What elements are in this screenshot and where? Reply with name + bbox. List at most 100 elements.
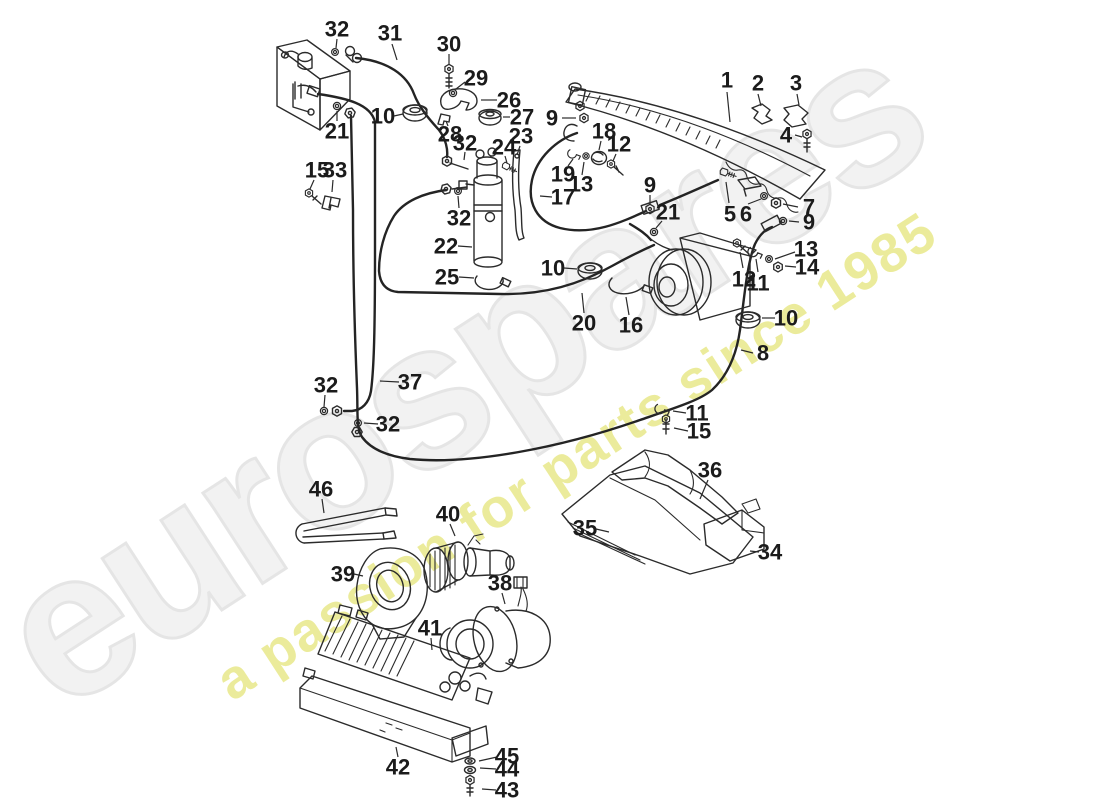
callout-31: 31: [378, 21, 402, 61]
evaporator-41-42-drawing: [299, 604, 493, 797]
callout-30: 30: [437, 32, 461, 64]
callout-32: 32: [453, 131, 477, 161]
callout-8: 8: [740, 341, 769, 366]
strap-46-drawing: [295, 507, 398, 544]
leader-line: [501, 592, 506, 605]
callout-13: 13: [774, 237, 818, 262]
part-number: 28: [438, 122, 462, 147]
leader-line: [481, 788, 497, 791]
part-number: 46: [309, 477, 333, 502]
callout-32: 32: [363, 412, 400, 437]
part-number: 30: [437, 32, 461, 57]
leader-line: [393, 113, 404, 117]
part-number: 42: [386, 755, 410, 780]
part-number: 9: [803, 210, 815, 235]
part-number: 40: [436, 502, 460, 527]
leader-line: [774, 251, 796, 260]
callout-35: 35: [573, 516, 610, 541]
leader-line: [363, 422, 379, 425]
screw-15-drawing: [304, 188, 322, 205]
leader-line: [479, 767, 497, 770]
callout-44: 44: [479, 757, 520, 782]
part-number: 32: [325, 17, 349, 42]
floor-panels-drawing: [561, 449, 765, 575]
washer-45-drawing: [464, 757, 476, 765]
callout-20: 20: [572, 292, 596, 336]
callout-33: 33: [323, 158, 347, 193]
blower-39-40-drawing: [355, 533, 515, 640]
part-number: 12: [732, 267, 756, 292]
callout-11: 11: [672, 401, 709, 426]
tank-drawing: [276, 39, 363, 131]
callout-23: 23: [509, 124, 533, 156]
hose-17-drawing: [529, 131, 720, 251]
part-number: 11: [685, 401, 708, 426]
part-number: 36: [698, 458, 722, 483]
leader-line: [457, 245, 473, 248]
callout-21: 21: [655, 200, 680, 229]
callout-5: 5: [724, 181, 736, 227]
callout-24: 24: [492, 135, 517, 164]
condenser-1-drawing: [565, 88, 826, 226]
callout-36: 36: [698, 458, 722, 500]
drier-22-drawing: [458, 147, 525, 291]
leader-line: [323, 394, 326, 408]
part-number: 2: [752, 71, 764, 96]
callout-6: 6: [740, 198, 762, 227]
part-number: 3: [790, 71, 802, 96]
screw-43-drawing: [465, 774, 475, 797]
part-number: 39: [331, 562, 355, 587]
watermark: eurospares a passion for parts since 198…: [0, 0, 962, 753]
part-number: 37: [398, 370, 422, 395]
leader-line: [379, 380, 400, 383]
leader-line: [740, 349, 754, 354]
bracket-6-drawing: [737, 176, 762, 197]
part-number: 5: [724, 202, 736, 227]
part-number: 7: [803, 195, 815, 220]
clamp-16-drawing: [608, 277, 645, 295]
part-number: 9: [644, 173, 656, 198]
part-number: 10: [774, 306, 798, 331]
part-number: 13: [569, 172, 593, 197]
part-number: 35: [573, 516, 597, 541]
leader-line: [788, 220, 800, 223]
strap-23-drawing: [511, 149, 525, 241]
part-number: 29: [464, 66, 488, 91]
callout-2: 2: [752, 71, 764, 107]
callout-3: 3: [790, 71, 802, 106]
leader-line: [455, 81, 466, 90]
leader-line: [567, 158, 574, 167]
part-number: 20: [572, 311, 596, 336]
leader-line: [794, 134, 803, 138]
plate-26-drawing: [439, 88, 478, 111]
leader-line: [449, 523, 456, 537]
tunnel-36-drawing: [611, 449, 739, 525]
leader-line: [463, 151, 466, 161]
leader-line: [331, 179, 334, 193]
leader-line: [430, 637, 433, 651]
callout-22: 22: [434, 234, 473, 259]
callout-39: 39: [331, 562, 364, 587]
callout-17: 17: [539, 185, 575, 210]
part-number: 18: [592, 119, 616, 144]
leader-line: [755, 258, 759, 273]
part-number: 34: [758, 540, 783, 565]
leader-line: [747, 198, 762, 205]
part-number: 33: [323, 158, 347, 183]
part-number: 32: [376, 412, 400, 437]
callout-21: 21: [325, 111, 349, 144]
leader-line: [335, 38, 338, 49]
part-number: 24: [492, 135, 517, 160]
part-number: 32: [447, 206, 471, 231]
callout-10: 10: [541, 256, 578, 281]
part-number: 8: [757, 341, 769, 366]
callout-26: 26: [481, 88, 521, 113]
part-number: 25: [435, 265, 459, 290]
grommet-10-drawing: [402, 104, 428, 122]
hardware-topleft-drawing: [304, 48, 502, 211]
leader-line: [726, 91, 731, 123]
leader-line: [445, 120, 449, 127]
callout-28: 28: [438, 120, 462, 147]
part-number: 22: [434, 234, 458, 259]
